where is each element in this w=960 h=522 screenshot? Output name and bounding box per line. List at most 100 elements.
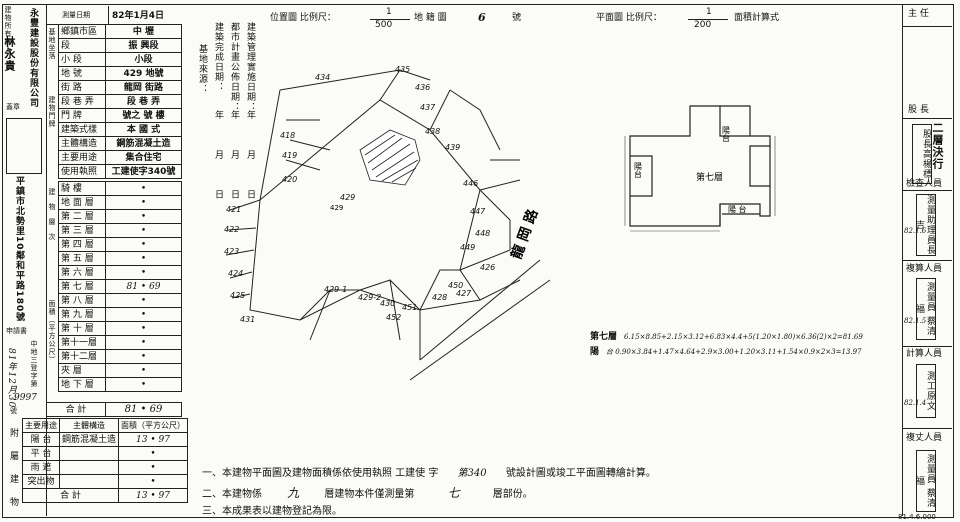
side-label-door: 建物門牌 (48, 96, 56, 128)
lot-lines-north (279, 69, 521, 191)
location-row: 使用執照工建使字340號 (58, 164, 182, 179)
floor-area: • (105, 181, 182, 196)
info-ymd-3: 年 月 日 (213, 110, 223, 213)
floor-row: 第十一層• (58, 335, 182, 350)
lot-label: 421 (226, 205, 241, 214)
floor-row: 第 九 層• (58, 307, 182, 322)
lot-label: 439 (445, 143, 460, 152)
note-2-val2: 七 (447, 486, 460, 500)
annex-area: • (118, 446, 189, 461)
lot-label: 429-1 (324, 285, 347, 294)
calc-date: 82.1.5 (904, 317, 927, 325)
lot-label: 418 (280, 131, 295, 140)
total-label: 合 計 (46, 402, 106, 417)
right-col-div-3 (902, 190, 952, 191)
side-label-land: 基地坐落 (48, 28, 56, 60)
location-key: 門 牌 (58, 108, 106, 123)
annex-header-cell: 主要用途 (22, 418, 60, 433)
location-row: 門 牌號之 號 樓 (58, 108, 182, 123)
note-1-pre: 一、本建物平面圖及建物面積係依使用執照 工建使 字 (202, 468, 439, 479)
chief-stamp: 股長高楊標 (912, 124, 932, 184)
info-line-1: 建築管理實施日期： (245, 22, 255, 112)
lot-labels: 4344354364374384394464474484494184194204… (224, 65, 495, 324)
location-key: 使用執照 (58, 164, 106, 179)
right-col-div-6 (902, 428, 952, 429)
info-ymd-2: 年 月 日 (229, 110, 239, 213)
scale-pos-num: 1 (386, 7, 392, 17)
formula-1: 6.15×8.85+2.15×3.12+6.83×4.4+5(1.20×1.80… (624, 333, 863, 341)
right-col-div-5 (902, 346, 952, 347)
applicant-date: 81年12月30 (6, 348, 16, 409)
floor-name: 第 二 層 (58, 209, 106, 224)
location-key: 主要用途 (58, 150, 106, 165)
lot-lines-south (299, 269, 460, 360)
calc-label: 複算人員 (906, 264, 943, 274)
note-1: 一、本建物平面圖及建物面積係依使用執照 工建使 字 第340 號設計圖或竣工平面… (202, 464, 656, 479)
floor-area: • (105, 237, 182, 252)
survey-date-box (46, 6, 182, 25)
surveyor-stamp: 測量員 蔡清福 (914, 450, 936, 512)
lot-label: 420 (282, 175, 297, 184)
lot-label: 446 (463, 179, 478, 188)
floor-area: • (105, 209, 182, 224)
note-1-post: 號設計圖或竣工平面圖轉繪計算。 (505, 468, 656, 479)
annex-use: 陽 台 (22, 432, 60, 447)
location-row: 小 段小段 (58, 52, 182, 67)
road-edge-2 (409, 279, 551, 381)
floor-row: 第 三 層• (58, 223, 182, 238)
balcony-left-label: 陽台 (634, 162, 643, 179)
note-2-post: 層部份。 (492, 489, 533, 500)
owner-address: 平鎮市北勢里10鄰和平路180號 (14, 176, 24, 323)
left-narrow-column (2, 4, 47, 516)
floor-name: 第 九 層 (58, 307, 106, 322)
lot-label: 429-2 (358, 293, 381, 302)
lot-label: 447 (470, 207, 486, 216)
lot-label: 450 (448, 281, 463, 290)
annex-area: • (118, 460, 189, 475)
floor-name: 第 七 層 (58, 279, 106, 294)
page-no-label: 號 (10, 407, 17, 415)
note-2: 二、本建物係 九 層建物本件僅測量第 七 層部份。 (202, 484, 533, 501)
bottom-date: 81.4.6.000 (898, 513, 936, 521)
applicant-label: 申請書 (6, 327, 27, 335)
location-row: 建築式樣本 國 式 (58, 122, 182, 137)
location-row: 街 路龍岡 街路 (58, 80, 182, 95)
floor-area: • (105, 251, 182, 266)
annex-total-value: 13 • 97 (118, 488, 189, 503)
floor-plan-drawing: 第七層 陽台 陽台 陽 台 (624, 105, 776, 232)
annex-total-label: 合 計 (21, 488, 120, 503)
side-label-building: 建物層次 (48, 188, 56, 248)
compute-label: 計算人員 (906, 349, 943, 359)
lot-label: 435 (395, 65, 410, 74)
lot-label: 428 (432, 293, 447, 302)
location-row: 主體構造鋼筋混凝土造 (58, 136, 182, 151)
lot-label: 427 (456, 289, 472, 298)
lot-label: 448 (475, 229, 490, 238)
building-footprint-hatch (359, 129, 421, 186)
compute-stamp: 測工原文 (916, 364, 936, 418)
floor-row: 第 二 層• (58, 209, 182, 224)
note-3: 三、本成果表以建物登記為限。 (202, 506, 342, 517)
lot-label: 423 (224, 247, 239, 256)
floor-name: 第 十 層 (58, 321, 106, 336)
site-plan-drawing: 429 434435436437438439446447448449418419… (224, 65, 551, 381)
floor-name: 第 四 層 (58, 237, 106, 252)
right-col-div-2 (902, 118, 952, 119)
balcony-top-label: 陽台 (722, 126, 731, 143)
lot-label: 419 (282, 151, 297, 160)
scale-pos-bar (370, 19, 410, 20)
survey-date-divider (108, 6, 109, 24)
lot-label: 449 (460, 243, 475, 252)
calc-stamp: 測量員 蔡清福 (914, 278, 936, 340)
floor-area: • (105, 377, 182, 392)
location-key: 地 號 (58, 66, 106, 81)
plan-scale-bar (688, 19, 728, 20)
floor-area: 81 • 69 (105, 279, 182, 294)
floor-area: • (105, 223, 182, 238)
applicant-no: 9997 (14, 393, 37, 403)
location-value: 號之 號 樓 (105, 108, 182, 123)
checker-stamp: 測量助理員長吉 (914, 194, 936, 256)
side-label-area: 面積（平方公尺） (48, 300, 56, 364)
